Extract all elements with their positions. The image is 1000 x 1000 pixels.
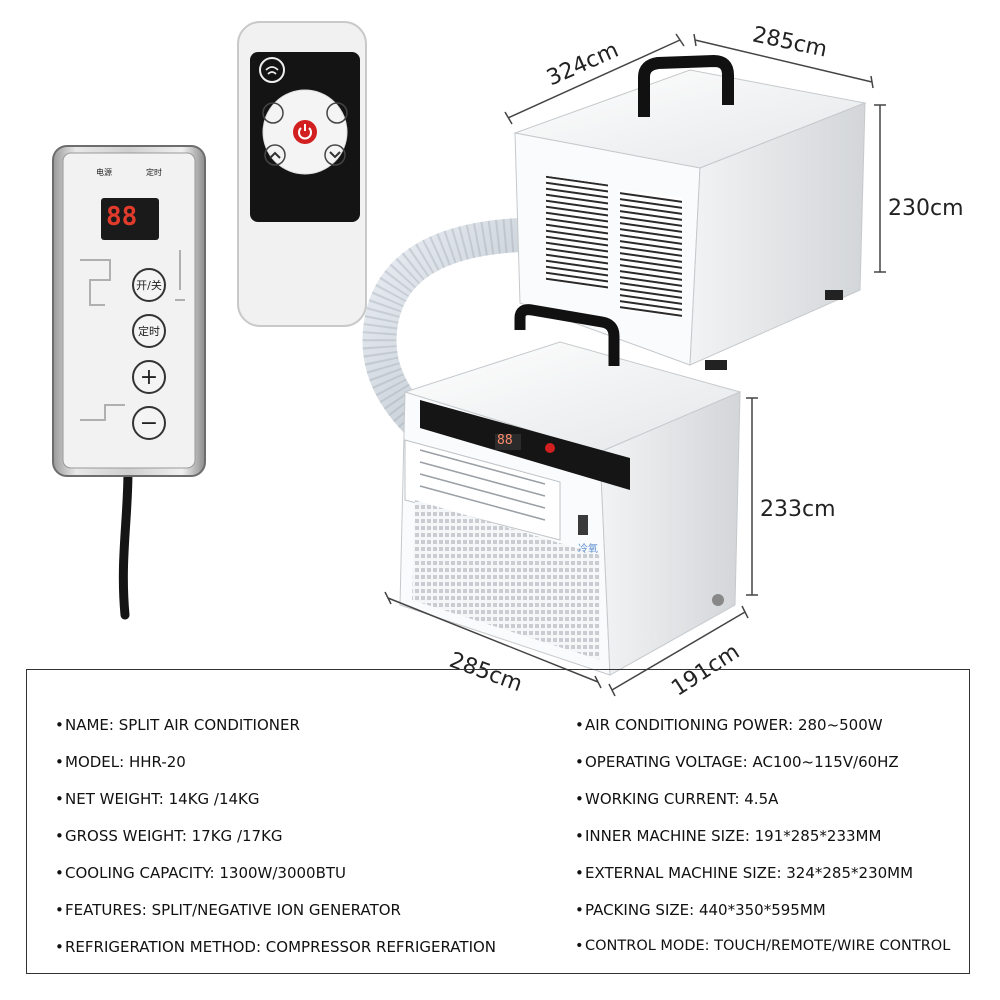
product-illustration (52, 21, 886, 697)
indoor-unit (399, 304, 742, 676)
minus-button[interactable]: − (132, 406, 166, 440)
spec-item-packing-size: •PACKING SIZE: 440*350*595MM (575, 901, 826, 919)
plus-button[interactable]: + (132, 360, 166, 394)
indoor-badge: 冷氧 (578, 544, 598, 555)
controller-label-power: 电源 (96, 168, 112, 177)
controller-display: 88 (106, 202, 138, 232)
wire-controller (52, 145, 206, 477)
controller-label-timer: 定时 (146, 168, 162, 177)
spec-item-control-mode: •CONTROL MODE: TOUCH/REMOTE/WIRE CONTROL (575, 938, 951, 954)
remote-control (237, 21, 367, 327)
dim-outdoor-height: 230cm (888, 196, 964, 221)
dimension-lines (384, 33, 886, 697)
connecting-hose (362, 218, 537, 442)
spec-item-current: •WORKING CURRENT: 4.5A (575, 790, 779, 808)
spec-item-features: •FEATURES: SPLIT/NEGATIVE ION GENERATOR (55, 901, 401, 919)
dim-indoor-height: 233cm (760, 497, 836, 522)
spec-box: •NAME: SPLIT AIR CONDITIONER •MODEL: HHR… (26, 669, 970, 974)
controller-cable (118, 465, 133, 620)
spec-item-gross-weight: •GROSS WEIGHT: 17KG /17KG (55, 827, 283, 845)
spec-item-model: •MODEL: HHR-20 (55, 753, 186, 771)
spec-item-name: •NAME: SPLIT AIR CONDITIONER (55, 716, 300, 734)
timer-button[interactable]: 定时 (132, 314, 166, 348)
spec-item-net-weight: •NET WEIGHT: 14KG /14KG (55, 790, 260, 808)
spec-item-refrigeration-method: •REFRIGERATION METHOD: COMPRESSOR REFRIG… (55, 938, 497, 956)
spec-item-power: •AIR CONDITIONING POWER: 280~500W (575, 716, 883, 734)
indoor-display: 88 (497, 433, 513, 448)
spec-item-voltage: •OPERATING VOLTAGE: AC100~115V/60HZ (575, 753, 899, 771)
spec-item-cooling-capacity: •COOLING CAPACITY: 1300W/3000BTU (55, 864, 347, 882)
spec-item-external-size: •EXTERNAL MACHINE SIZE: 324*285*230MM (575, 864, 914, 882)
spec-item-inner-size: •INNER MACHINE SIZE: 191*285*233MM (575, 827, 882, 845)
onoff-button[interactable]: 开/关 (132, 268, 166, 302)
outdoor-unit (513, 55, 867, 370)
